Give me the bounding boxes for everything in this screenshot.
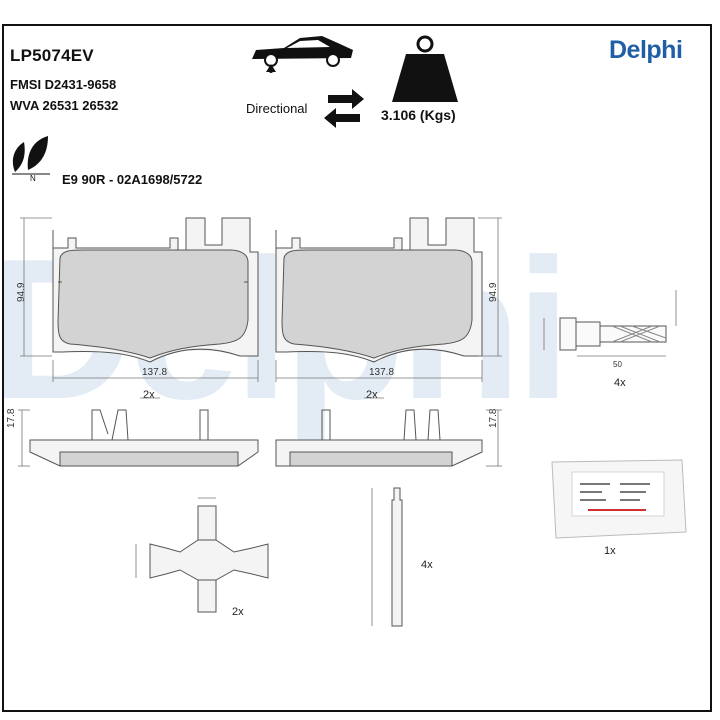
pad-side-left: [29, 409, 259, 467]
weight-label: 3.106 (Kgs): [381, 107, 456, 123]
pad-count-right: 2x: [366, 389, 378, 401]
bolt-count: 4x: [614, 377, 626, 389]
clip-count: 2x: [232, 606, 244, 618]
guide-bolt-drawing: [543, 290, 677, 357]
dimension-lines-side: [18, 409, 502, 467]
pad-count-left: 2x: [143, 389, 155, 401]
bolt-length-label: 50: [613, 360, 622, 369]
grease-count: 1x: [604, 545, 616, 557]
weight-icon: [392, 35, 458, 102]
guide-pin-drawing: [371, 487, 403, 627]
pad-front-left: [52, 217, 259, 363]
pad-width-label-left: 137.8: [142, 367, 168, 378]
pad-front-right: [275, 217, 483, 363]
eco-mark: N: [30, 174, 36, 183]
part-number: LP5074EV: [10, 46, 94, 65]
brand-logo: Delphi: [609, 36, 683, 64]
mounting-label: Directional: [246, 101, 308, 116]
leaf-icon: [12, 136, 50, 175]
sheet-frame: [2, 24, 712, 712]
pad-side-right: [275, 409, 483, 467]
car-axle-icon: [252, 36, 353, 73]
pin-count: 4x: [421, 559, 433, 571]
wva-code: WVA 26531 26532: [10, 98, 119, 113]
grease-sachet-drawing: [551, 459, 687, 539]
dimension-lines-front: [20, 217, 502, 399]
approval-code: E9 90R - 02A1698/5722: [62, 172, 203, 187]
pad-width-label-right: 137.8: [369, 367, 395, 378]
retaining-clip-drawing: [135, 497, 269, 613]
fmsi-code: FMSI D2431-9658: [10, 77, 117, 92]
two-way-arrows-icon: [324, 89, 364, 128]
